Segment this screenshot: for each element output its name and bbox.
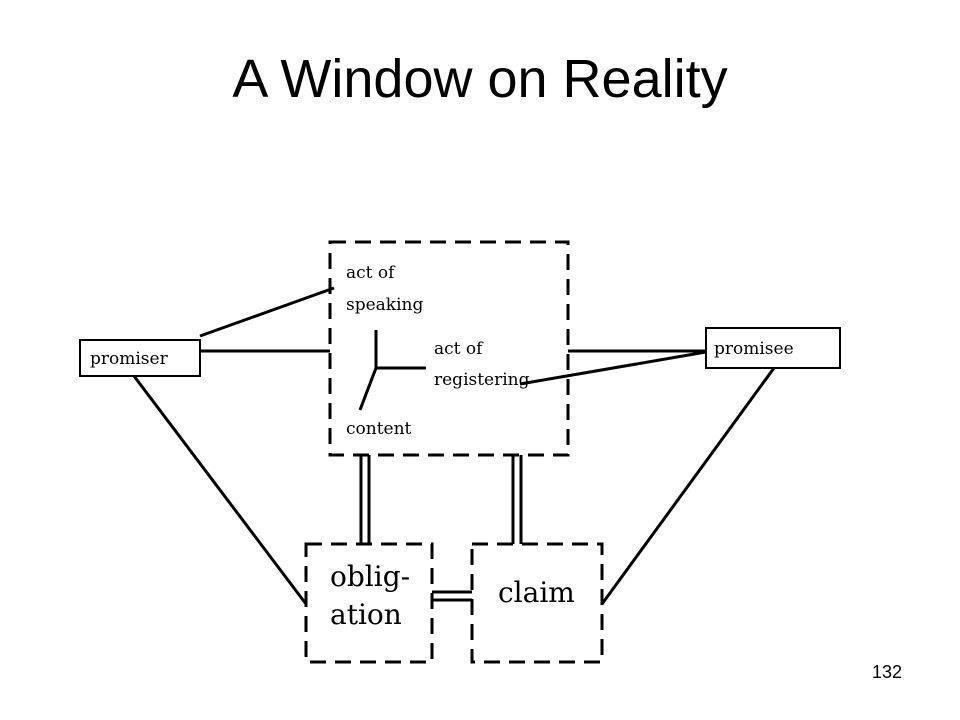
content-label: content [346, 419, 412, 439]
promisee-label: promisee [714, 339, 794, 359]
act-of-registering-label: act of registering [434, 339, 530, 390]
act-of-speaking-line-2: speaking [346, 295, 423, 315]
page-number: 132 [871, 662, 902, 682]
obligation-line-1: oblig- [330, 560, 410, 593]
claim-label: claim [498, 576, 575, 609]
obligation-line-2: ation [330, 598, 402, 631]
promiser-to-obligation-line [132, 375, 308, 605]
promiser-box [79, 339, 201, 377]
act-of-registering-line-1: act of [434, 339, 484, 359]
obligation-box [304, 542, 434, 664]
slide-title: A Window on Reality [232, 49, 728, 109]
act-of-registering-line-2: registering [434, 370, 530, 390]
promisee-to-claim-line [600, 367, 776, 605]
branch-connector [358, 330, 426, 411]
act-of-speaking-label: act of speaking [346, 263, 423, 315]
promiser-to-speaking-line [199, 286, 335, 338]
promiser-label: promiser [90, 349, 169, 369]
registering-to-promisee-line [519, 350, 707, 386]
connector-lines [132, 286, 776, 605]
act-of-speaking-line-1: act of [346, 263, 396, 283]
double-connectors [359, 455, 523, 602]
claim-box [470, 542, 604, 664]
obligation-label: oblig- ation [330, 560, 419, 631]
